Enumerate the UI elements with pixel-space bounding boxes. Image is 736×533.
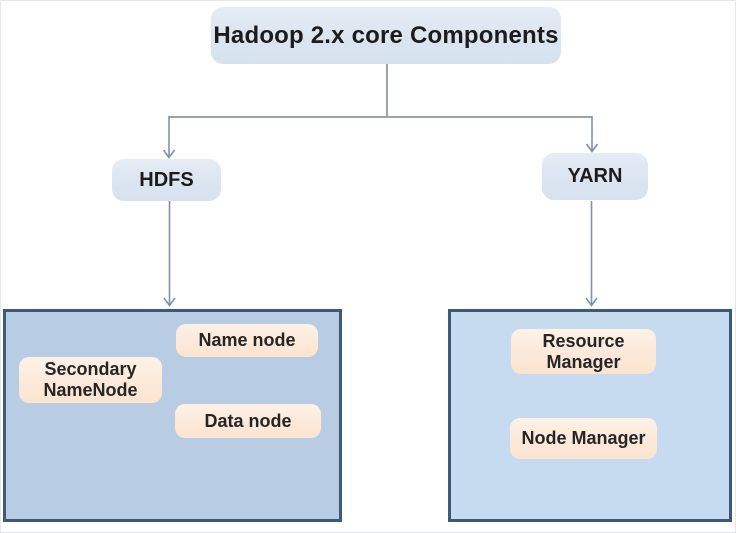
node-label: HDFS: [139, 168, 194, 191]
node-name-node: Name node: [176, 324, 318, 357]
leaf-label: Data node: [204, 410, 292, 431]
arrowhead-yarn-container-icon: [585, 297, 598, 307]
node-resource-manager: Resource Manager: [511, 329, 656, 374]
node-hadoop-core-components: Hadoop 2.x core Components: [211, 7, 561, 64]
node-yarn: YARN: [542, 153, 648, 200]
arrowhead-hdfs-container-icon: [163, 297, 176, 307]
leaf-label: Name node: [198, 330, 296, 350]
node-label: YARN: [567, 165, 623, 187]
node-label: Hadoop 2.x core Components: [213, 21, 559, 49]
node-secondary-namenode: Secondary NameNode: [19, 357, 162, 403]
arrowhead-to-yarn-icon: [585, 143, 599, 153]
node-data-node: Data node: [175, 404, 321, 438]
node-node-manager: Node Manager: [510, 418, 657, 459]
node-hdfs: HDFS: [112, 159, 221, 201]
leaf-label: Resource Manager: [542, 330, 625, 372]
leaf-label: Node Manager: [521, 428, 646, 448]
leaf-label: Secondary NameNode: [43, 359, 138, 400]
arrowhead-to-hdfs-icon: [162, 149, 176, 159]
